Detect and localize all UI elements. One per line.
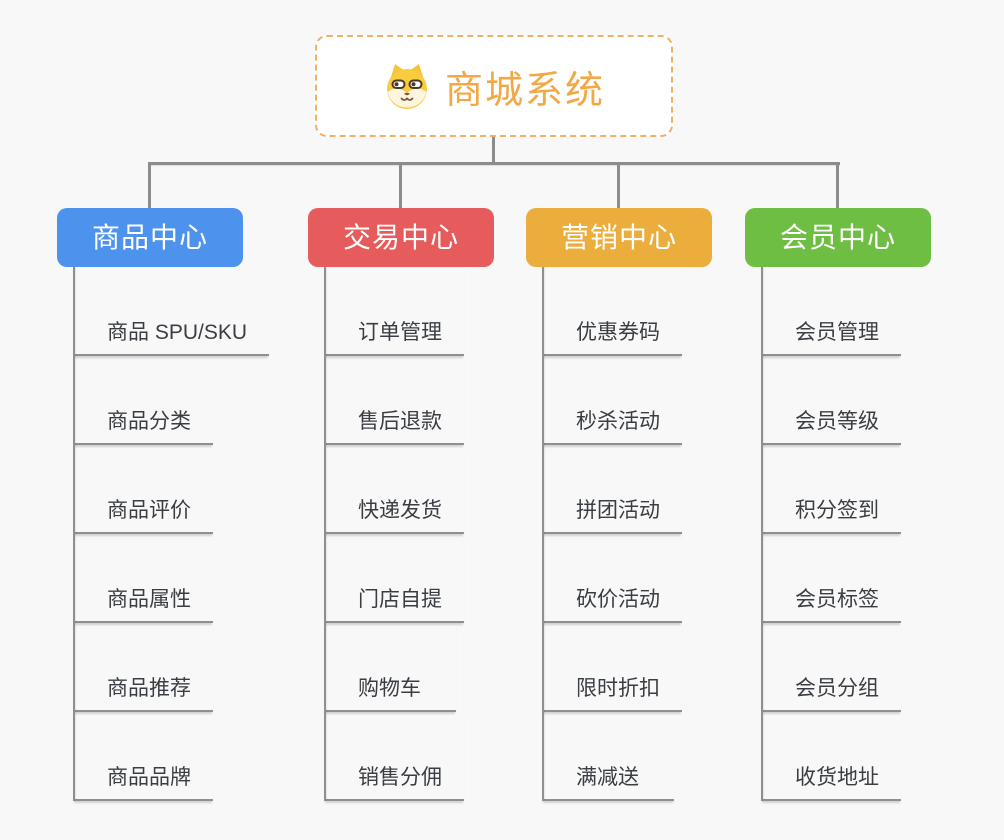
node-item[interactable]: 商品品牌 [73,712,213,801]
node-item[interactable]: 会员管理 [761,267,901,356]
branch-header-trade-center[interactable]: 交易中心 [308,208,494,267]
node-item[interactable]: 秒杀活动 [542,356,682,445]
connector-drop-icon [399,162,402,208]
node-item[interactable]: 商品评价 [73,445,213,534]
connector-branch-line [761,267,763,801]
node-item[interactable]: 售后退款 [324,356,464,445]
connector-drop-icon [617,162,620,208]
node-item[interactable]: 限时折扣 [542,623,682,712]
connector-horizontal-bar [149,162,840,165]
node-item[interactable]: 满减送 [542,712,674,801]
node-item[interactable]: 砍价活动 [542,534,682,623]
branch-marketing-center: 营销中心 优惠券码 秒杀活动 拼团活动 砍价活动 限时折扣 满减送 [526,162,712,801]
branch-header-marketing-center[interactable]: 营销中心 [526,208,712,267]
node-item[interactable]: 积分签到 [761,445,901,534]
node-item[interactable]: 快递发货 [324,445,464,534]
node-item[interactable]: 商品属性 [73,534,213,623]
connector-branch-line [73,267,75,801]
branch-member-center: 会员中心 会员管理 会员等级 积分签到 会员标签 会员分组 收货地址 [745,162,931,801]
node-item[interactable]: 优惠券码 [542,267,682,356]
node-item[interactable]: 销售分佣 [324,712,464,801]
connector-branch-line [324,267,326,801]
branch-header-member-center[interactable]: 会员中心 [745,208,931,267]
dog-face-icon [383,62,431,110]
connector-branch-line [542,267,544,801]
branch-product-center: 商品中心 商品 SPU/SKU 商品分类 商品评价 商品属性 商品推荐 商品品牌 [57,162,270,801]
node-item[interactable]: 会员等级 [761,356,901,445]
branch-list-member-center: 会员管理 会员等级 积分签到 会员标签 会员分组 收货地址 [745,267,931,801]
node-item[interactable]: 收货地址 [761,712,901,801]
connector-drop-icon [148,162,151,208]
connector-drop-icon [836,162,839,208]
node-item[interactable]: 会员标签 [761,534,901,623]
branch-trade-center: 交易中心 订单管理 售后退款 快递发货 门店自提 购物车 销售分佣 [308,162,494,801]
root-node[interactable]: 商城系统 [315,35,673,137]
node-item[interactable]: 订单管理 [324,267,464,356]
branch-list-product-center: 商品 SPU/SKU 商品分类 商品评价 商品属性 商品推荐 商品品牌 [57,267,270,801]
root-title: 商城系统 [444,69,605,112]
branch-list-marketing-center: 优惠券码 秒杀活动 拼团活动 砍价活动 限时折扣 满减送 [526,267,712,801]
branch-list-trade-center: 订单管理 售后退款 快递发货 门店自提 购物车 销售分佣 [308,267,494,801]
node-item[interactable]: 门店自提 [324,534,464,623]
branch-header-product-center[interactable]: 商品中心 [57,208,243,267]
node-item[interactable]: 会员分组 [761,623,901,712]
node-item[interactable]: 购物车 [324,623,456,712]
node-item[interactable]: 商品 SPU/SKU [73,267,270,356]
connector-root-stem [492,137,495,165]
node-item[interactable]: 商品分类 [73,356,213,445]
node-item[interactable]: 商品推荐 [73,623,213,712]
node-item[interactable]: 拼团活动 [542,445,682,534]
